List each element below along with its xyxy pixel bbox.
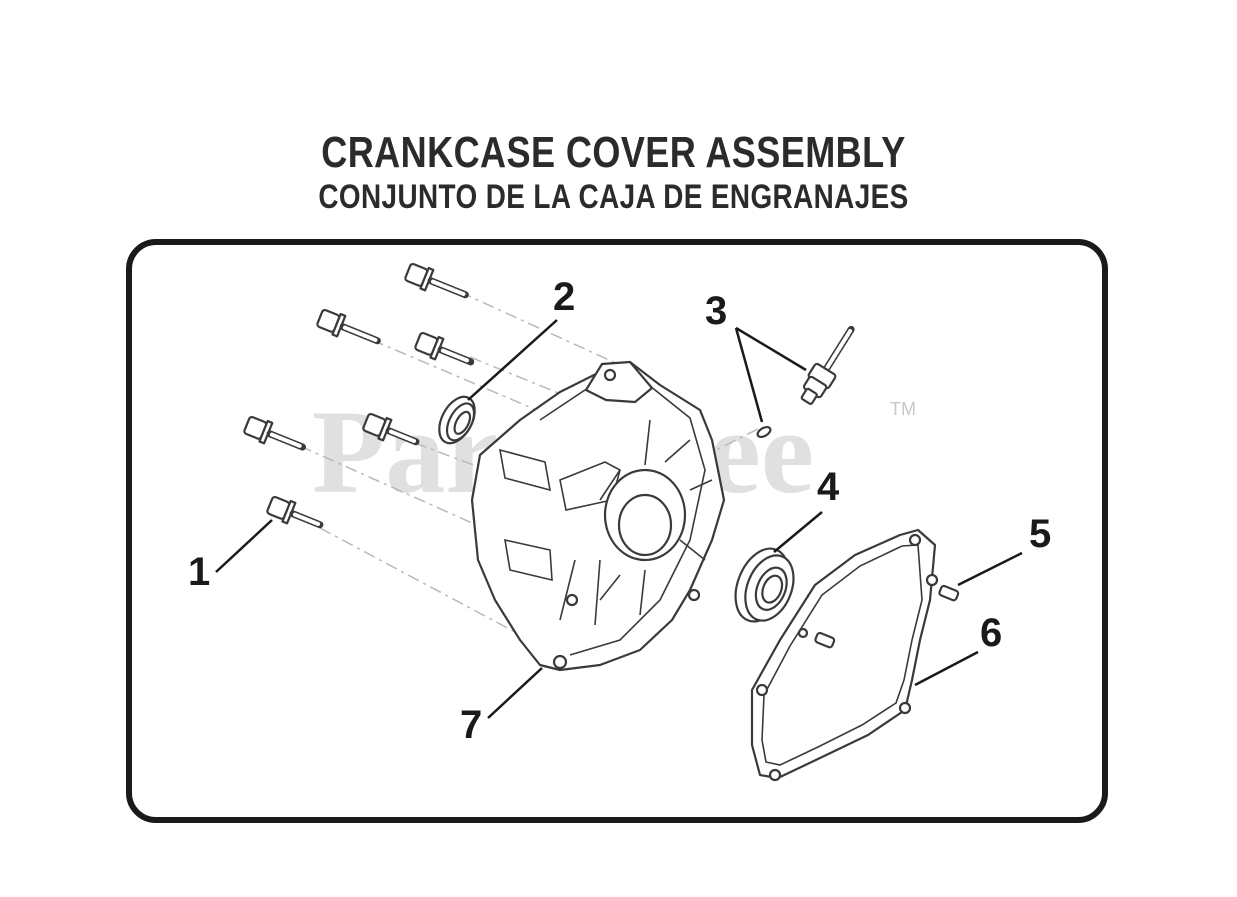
drain-plug-icon[interactable] — [756, 323, 861, 439]
callout-7: 7 — [460, 703, 482, 747]
crankcase-cover-icon[interactable] — [470, 360, 726, 672]
diagram-subtitle: CONJUNTO DE LA CAJA DE ENGRANAJES — [318, 178, 909, 216]
callout-6: 6 — [980, 611, 1002, 655]
bolt-icon[interactable] — [243, 261, 475, 535]
diagram-frame — [126, 239, 1108, 823]
callout-1: 1 — [188, 550, 210, 594]
bearing-icon[interactable] — [726, 541, 805, 632]
gasket-icon[interactable] — [750, 528, 939, 782]
leader-lines — [215, 319, 1023, 719]
oil-seal-icon[interactable] — [432, 391, 482, 449]
dowel-pin-icon[interactable] — [814, 584, 960, 649]
watermark-trademark: TM — [890, 399, 916, 419]
callout-2: 2 — [553, 275, 575, 319]
callout-3: 3 — [705, 289, 727, 333]
callout-4: 4 — [817, 465, 840, 509]
diagram-title: CRANKCASE COVER ASSEMBLY — [321, 128, 906, 177]
callout-5: 5 — [1029, 512, 1051, 556]
